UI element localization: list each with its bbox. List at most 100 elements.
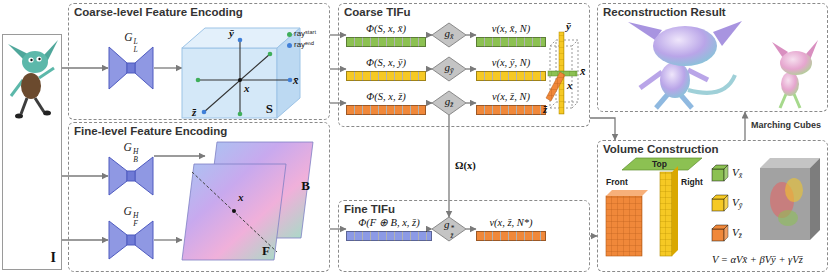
volume-blob bbox=[785, 178, 803, 202]
dashed-panel: Reconstruction Result bbox=[597, 3, 828, 112]
feature-bar: Φ(S, x, ȳ) bbox=[346, 56, 426, 82]
mesh-tail bbox=[688, 75, 735, 93]
decision-diamond: gz̄ bbox=[432, 91, 466, 115]
leg bbox=[21, 98, 27, 114]
volume-cube: Vx̄ bbox=[712, 164, 756, 186]
view-label: Right bbox=[681, 177, 703, 187]
encoder-shape bbox=[109, 157, 127, 195]
subscript: z̄ bbox=[450, 233, 454, 240]
query-point bbox=[232, 209, 236, 213]
decision-diamond: g*z̄ bbox=[432, 217, 466, 241]
bar-text: Φ(S, x, z̄) bbox=[346, 90, 426, 103]
script-stack: HF bbox=[133, 212, 138, 227]
encoder-shape bbox=[109, 221, 127, 259]
mesh-head bbox=[653, 26, 717, 66]
math-symbol: gz̄ bbox=[445, 95, 454, 111]
symbol-base: g bbox=[444, 27, 450, 39]
diamond-outline bbox=[432, 217, 466, 241]
connector-arrow bbox=[448, 115, 449, 217]
bottleneck bbox=[127, 63, 135, 73]
dashed-panel: Coarse-level Feature EncodingGLLS bbox=[68, 3, 330, 120]
formula: V = αVx̄ + βVȳ + γVz̄ bbox=[712, 254, 803, 266]
eye bbox=[28, 57, 33, 62]
network-label: GHB bbox=[108, 140, 154, 163]
cube-symbol bbox=[182, 28, 300, 118]
feature-map: F bbox=[182, 164, 286, 260]
symbol-base: G bbox=[124, 31, 132, 43]
axes bbox=[198, 40, 290, 114]
bar-text: Φ(F ⊕ B, x, z̄) bbox=[346, 216, 432, 229]
symbol-base: g bbox=[444, 218, 450, 230]
bar-text: v(x, ȳ, N) bbox=[476, 56, 546, 69]
cube-side bbox=[724, 195, 728, 211]
edge-label: Marching Cubes bbox=[750, 120, 822, 131]
voxel-bar bbox=[346, 231, 432, 241]
bottleneck bbox=[127, 171, 135, 181]
math-symbol: Vx̄ bbox=[732, 166, 742, 178]
axis-label: z̄ bbox=[543, 103, 547, 115]
volume-name: S bbox=[266, 101, 273, 117]
mesh-body bbox=[781, 72, 799, 96]
network-block: GHF bbox=[108, 206, 154, 260]
superscript: * bbox=[450, 226, 454, 233]
math-symbol: GHB bbox=[124, 141, 139, 153]
gray-cube-side bbox=[810, 158, 820, 240]
cube-front bbox=[712, 229, 724, 241]
input-character bbox=[8, 40, 58, 119]
script-stack: *z̄ bbox=[450, 226, 454, 241]
ray-end bbox=[202, 110, 207, 115]
subscript: L bbox=[134, 46, 138, 54]
dashed-panel: Fine TIFuΦ(F ⊕ B, x, z̄)g*z̄v(x, z̄, N*) bbox=[338, 200, 590, 272]
axis-label: ȳ bbox=[566, 20, 571, 32]
voxel-bar bbox=[346, 71, 426, 81]
script-stack: LL bbox=[134, 38, 138, 53]
cube-front bbox=[712, 169, 724, 181]
panel-title: Volume Construction bbox=[603, 143, 718, 155]
script-stack: HB bbox=[133, 148, 138, 163]
network-label: GHF bbox=[108, 204, 154, 227]
axis-label: x̄ bbox=[580, 65, 586, 77]
axis-label: x bbox=[238, 191, 244, 203]
voxel-bar bbox=[476, 105, 546, 115]
volume-blob bbox=[778, 210, 798, 226]
mesh-head bbox=[780, 51, 812, 75]
subscript: F bbox=[133, 220, 138, 228]
legend-text: rayᵉⁿᵈ bbox=[294, 40, 314, 50]
math-symbol: gȳ bbox=[444, 61, 453, 77]
bottleneck bbox=[127, 235, 135, 245]
shoe bbox=[15, 114, 23, 119]
mesh-leg bbox=[680, 94, 692, 108]
connector-arrow bbox=[154, 155, 205, 156]
bar-text: v(x, z̄, N) bbox=[476, 90, 546, 103]
feature-bar: Φ(F ⊕ B, x, z̄) bbox=[346, 216, 432, 242]
legend-swatch bbox=[287, 43, 292, 48]
ray-end bbox=[288, 78, 293, 83]
symbol-base: g bbox=[445, 95, 451, 107]
map-name: F bbox=[262, 243, 270, 259]
connector-arrow bbox=[426, 68, 432, 69]
subscript: z̄ bbox=[450, 100, 453, 109]
diamond-shape bbox=[432, 57, 466, 81]
symbol-base: V bbox=[732, 166, 739, 178]
view-label: Front bbox=[606, 177, 628, 187]
ray-start bbox=[196, 78, 201, 83]
network-label: GLL bbox=[108, 30, 154, 53]
feature-bar: Φ(S, x, z̄) bbox=[346, 90, 426, 116]
volume-cube: Vȳ bbox=[712, 194, 756, 216]
pupil bbox=[38, 58, 40, 60]
gray-cube-top bbox=[760, 158, 820, 168]
connector-arrow bbox=[466, 102, 476, 103]
axis-label: x bbox=[567, 79, 573, 91]
feature-bar: v(x, x̄, N) bbox=[476, 22, 546, 48]
feature-bar: Φ(S, x, x̄) bbox=[346, 22, 426, 48]
cube-side bbox=[724, 225, 728, 241]
diamond-shape bbox=[432, 217, 466, 241]
legend-entry: rayᵉⁿᵈ bbox=[287, 40, 314, 50]
ray-line bbox=[192, 172, 277, 252]
subscript: ȳ bbox=[450, 66, 454, 75]
axis-label: x bbox=[244, 82, 250, 94]
legend-text: rayˢᵗᵃʳᵗ bbox=[294, 29, 316, 39]
axis-label: z̄ bbox=[192, 106, 196, 118]
bar-text: v(x, z̄, N*) bbox=[476, 216, 546, 229]
